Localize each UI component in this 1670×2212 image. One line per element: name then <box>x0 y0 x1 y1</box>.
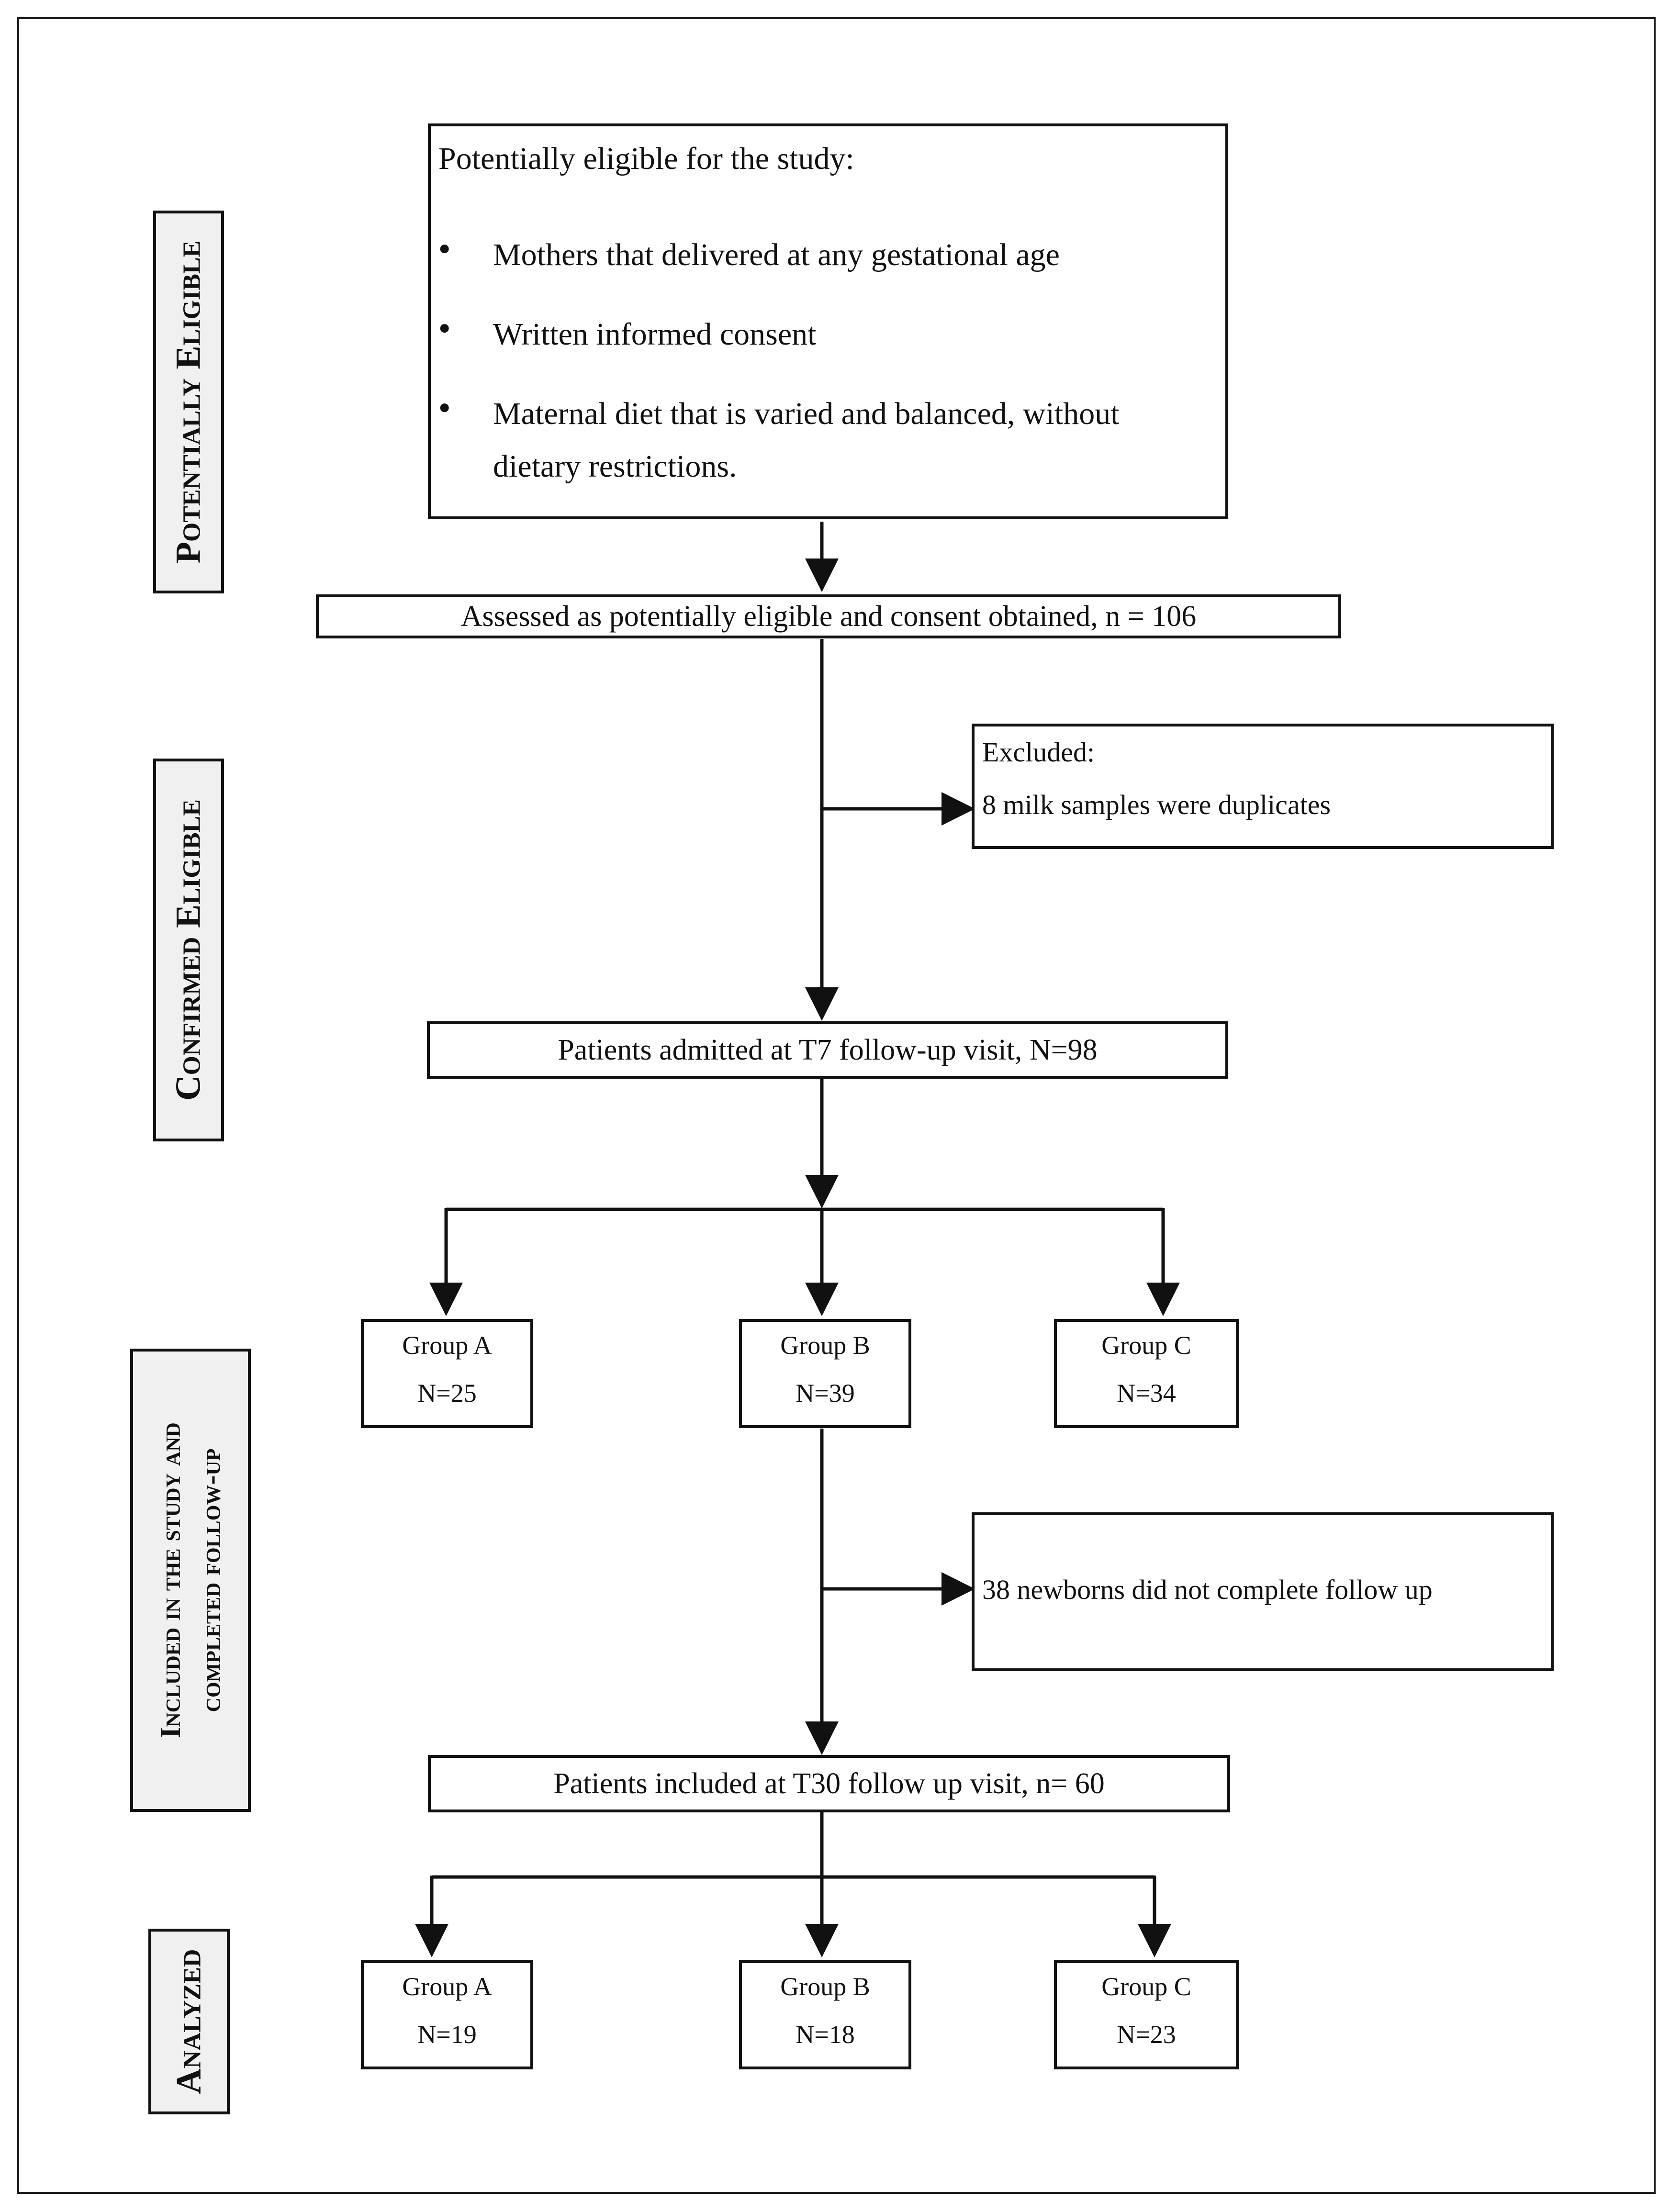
dropout-text: 38 newborns did not complete follow up <box>982 1574 1433 1605</box>
t30-group-b-box: Group B N=18 <box>739 1960 911 2069</box>
group-name: Group A <box>402 1972 492 2001</box>
t30-visit-text: Patients included at T30 follow up visit… <box>553 1767 1105 1800</box>
criteria-text: dietary restrictions. <box>493 449 737 484</box>
t30-group-c-box: Group C N=23 <box>1054 1960 1239 2069</box>
t7-visit-box: Patients admitted at T7 follow-up visit,… <box>427 1021 1228 1079</box>
bullet-icon: ● <box>438 317 451 339</box>
t30-visit-box: Patients included at T30 follow up visit… <box>428 1755 1230 1812</box>
assessed-text: Assessed as potentially eligible and con… <box>460 600 1197 633</box>
outer-frame <box>17 17 1656 2194</box>
stage-label-text: Included in the study and completed foll… <box>150 1422 231 1738</box>
stage-label-text: Analyzed <box>169 1949 209 2094</box>
group-name: Group C <box>1101 1972 1191 2001</box>
stage-label-line: Included in the study and <box>155 1422 186 1738</box>
t30-group-a-box: Group A N=19 <box>361 1960 533 2069</box>
group-count: N=23 <box>1117 2020 1176 2049</box>
t7-group-c-box: Group C N=34 <box>1054 1319 1239 1428</box>
stage-label-text: Potentially Eligible <box>168 240 208 564</box>
t7-group-b-box: Group B N=39 <box>739 1319 911 1428</box>
excluded-title: Excluded: <box>982 737 1095 768</box>
bullet-icon: ● <box>438 237 451 259</box>
criteria-text: Maternal diet that is varied and balance… <box>493 396 1120 431</box>
dropout-box: 38 newborns did not complete follow up <box>972 1512 1554 1671</box>
stage-label-confirmed-eligible: Confirmed Eligible <box>153 759 224 1141</box>
group-count: N=19 <box>417 2020 477 2049</box>
group-count: N=25 <box>417 1379 477 1408</box>
assessed-box: Assessed as potentially eligible and con… <box>316 594 1341 638</box>
stage-label-potentially-eligible: Potentially Eligible <box>153 211 224 593</box>
stage-label-included: Included in the study and completed foll… <box>130 1349 251 1812</box>
group-count: N=39 <box>796 1379 855 1408</box>
excluded-reason: 8 milk samples were duplicates <box>982 789 1331 820</box>
group-name: Group B <box>780 1331 870 1360</box>
group-name: Group A <box>402 1331 492 1360</box>
excluded-box: Excluded: 8 milk samples were duplicates <box>972 724 1554 849</box>
stage-label-text: Confirmed Eligible <box>168 799 208 1101</box>
stage-label-line: completed follow-up <box>195 1448 226 1712</box>
group-name: Group B <box>780 1972 870 2001</box>
t7-visit-text: Patients admitted at T7 follow-up visit,… <box>558 1033 1098 1066</box>
group-count: N=34 <box>1117 1379 1176 1408</box>
group-name: Group C <box>1101 1331 1191 1360</box>
group-count: N=18 <box>796 2020 855 2049</box>
bullet-icon: ● <box>438 396 451 418</box>
criteria-text: Mothers that delivered at any gestationa… <box>493 237 1060 272</box>
stage-label-analyzed: Analyzed <box>148 1929 230 2114</box>
criteria-text: Written informed consent <box>493 317 817 352</box>
eligibility-title: Potentially eligible for the study: <box>438 141 854 176</box>
t7-group-a-box: Group A N=25 <box>361 1319 533 1428</box>
eligibility-criteria-box: Potentially eligible for the study: ● Mo… <box>428 123 1228 519</box>
